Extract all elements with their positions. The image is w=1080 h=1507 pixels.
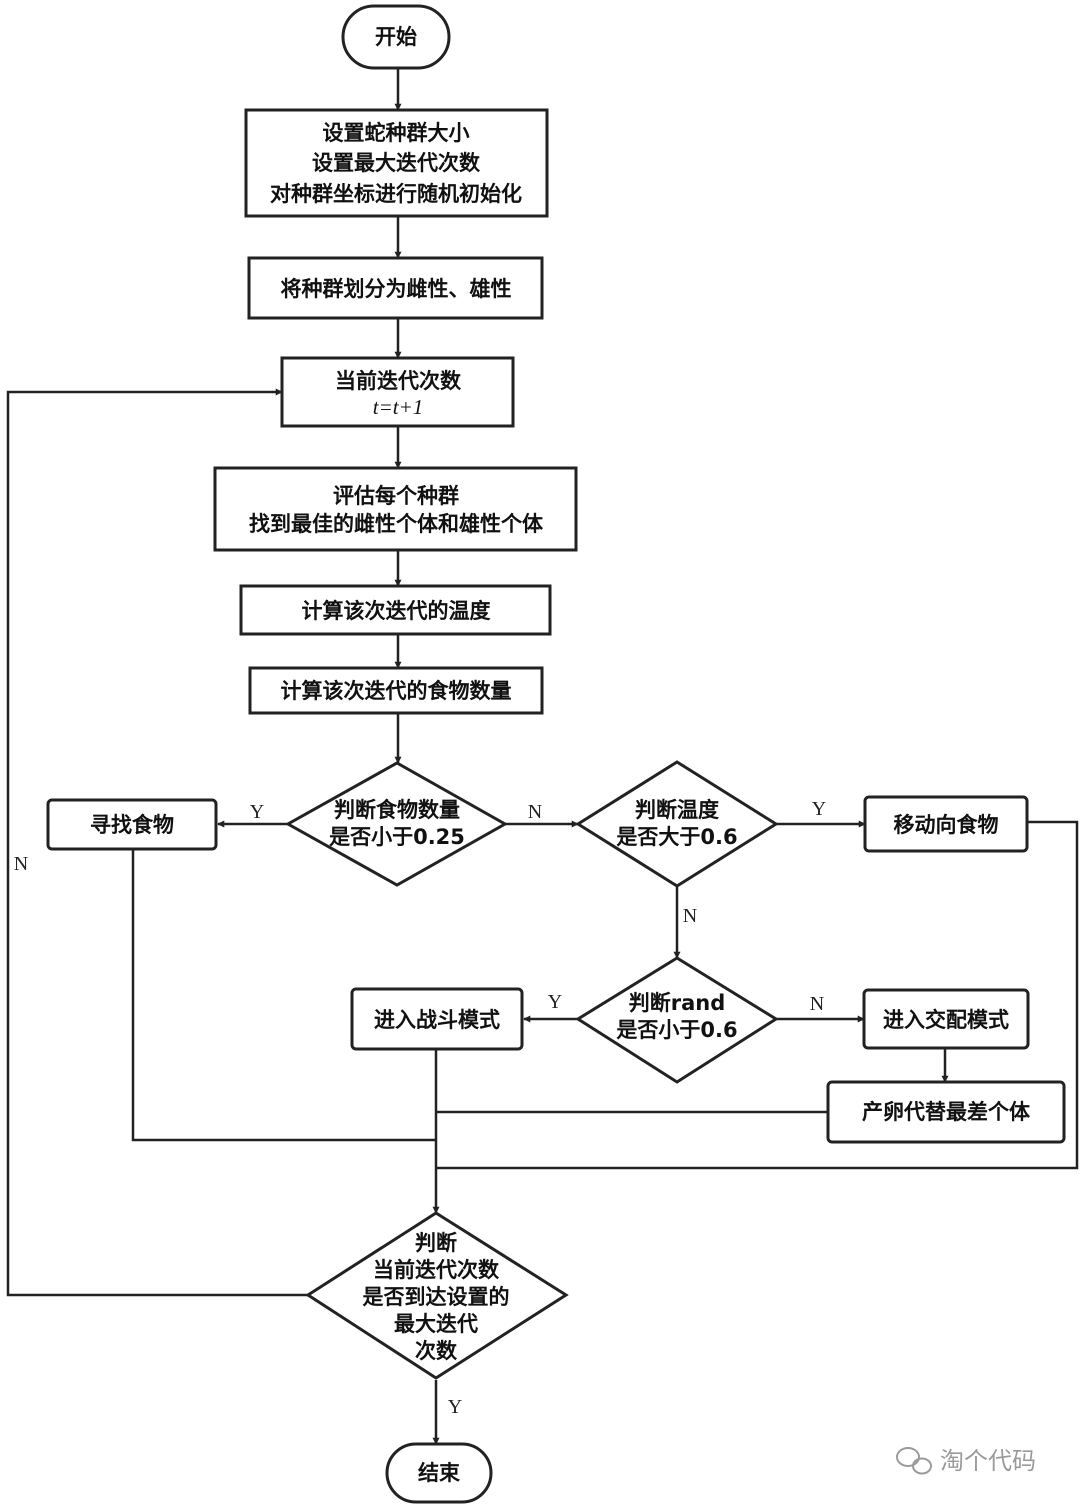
temperature-decision: 判断温度 是否大于0.6 [575,760,779,888]
init-line-3: 对种群坐标进行随机初始化 [270,182,522,206]
end-decision: 判断 当前迭代次数 是否到达设置的 最大迭代 次数 [305,1211,569,1380]
connectors [6,68,1079,1445]
edge-labels: Y N Y N Y N N Y [14,798,826,1418]
edge-search-merge [131,849,436,1142]
end-label: 结束 [418,1461,461,1485]
rand-decision: 判断rand 是否小于0.6 [575,956,779,1084]
wechat-icon [896,1447,932,1475]
food-amount-process: 计算该次迭代的食物数量 [248,666,544,715]
temperature-decision-line-1: 判断温度 [635,798,719,822]
temperature-decision-line-2: 是否大于0.6 [616,825,737,849]
egg-label: 产卵代替最差个体 [862,1100,1031,1124]
temperature-label: 计算该次迭代的温度 [302,599,491,623]
edge-loop-back [6,388,308,1297]
egg-process: 产卵代替最差个体 [826,1080,1066,1144]
evaluate-line-2: 找到最佳的雌性个体和雄性个体 [249,512,544,536]
label-temp-no: N [683,905,697,927]
end-decision-line-1: 判断 [415,1231,457,1255]
rand-decision-line-1: 判断rand [629,991,726,1015]
split-process: 将种群划分为雌性、雄性 [247,256,544,320]
label-food-no: N [528,801,542,823]
label-end-yes: Y [448,1396,462,1418]
mate-label: 进入交配模式 [883,1008,1009,1032]
label-food-yes: Y [250,801,264,823]
init-line-2: 设置最大迭代次数 [312,151,481,175]
init-line-1: 设置蛇种群大小 [323,121,470,145]
edge-move-merge [436,820,1079,1170]
end-decision-line-3: 是否到达设置的 [363,1285,510,1309]
end-decision-line-2: 当前迭代次数 [373,1258,500,1282]
move-food-label: 移动向食物 [894,813,999,837]
init-process: 设置蛇种群大小 设置最大迭代次数 对种群坐标进行随机初始化 [244,108,549,218]
food-decision-line-1: 判断食物数量 [334,798,460,822]
food-decision-line-2: 是否小于0.25 [329,825,465,849]
iteration-formula: t=t+1 [373,395,424,419]
fight-process: 进入战斗模式 [350,987,524,1051]
end-decision-line-4: 最大迭代 [394,1312,478,1336]
evaluate-line-1: 评估每个种群 [333,484,459,508]
rand-decision-line-2: 是否小于0.6 [616,1018,737,1042]
start-label: 开始 [375,25,417,49]
split-label: 将种群划分为雌性、雄性 [281,277,512,301]
label-temp-yes: Y [812,798,826,820]
fight-label: 进入战斗模式 [374,1008,500,1032]
watermark: 淘个代码 [896,1447,1036,1475]
search-food-label: 寻找食物 [90,813,174,837]
temperature-process: 计算该次迭代的温度 [239,584,552,636]
end-node: 结束 [385,1442,493,1504]
watermark-text: 淘个代码 [940,1447,1036,1475]
search-food-process: 寻找食物 [46,798,218,851]
label-loop-no: N [14,853,28,875]
move-food-process: 移动向食物 [863,795,1029,853]
label-rand-no: N [810,993,824,1015]
evaluate-process: 评估每个种群 找到最佳的雌性个体和雄性个体 [213,466,578,552]
food-amount-label: 计算该次迭代的食物数量 [281,679,512,703]
label-rand-yes: Y [548,991,562,1013]
iteration-label: 当前迭代次数 [335,369,462,393]
start-node: 开始 [341,4,451,70]
iteration-process: 当前迭代次数 t=t+1 [280,356,515,428]
mate-process: 进入交配模式 [862,988,1030,1050]
end-decision-line-5: 次数 [415,1339,458,1363]
food-decision: 判断食物数量 是否小于0.25 [284,761,509,887]
